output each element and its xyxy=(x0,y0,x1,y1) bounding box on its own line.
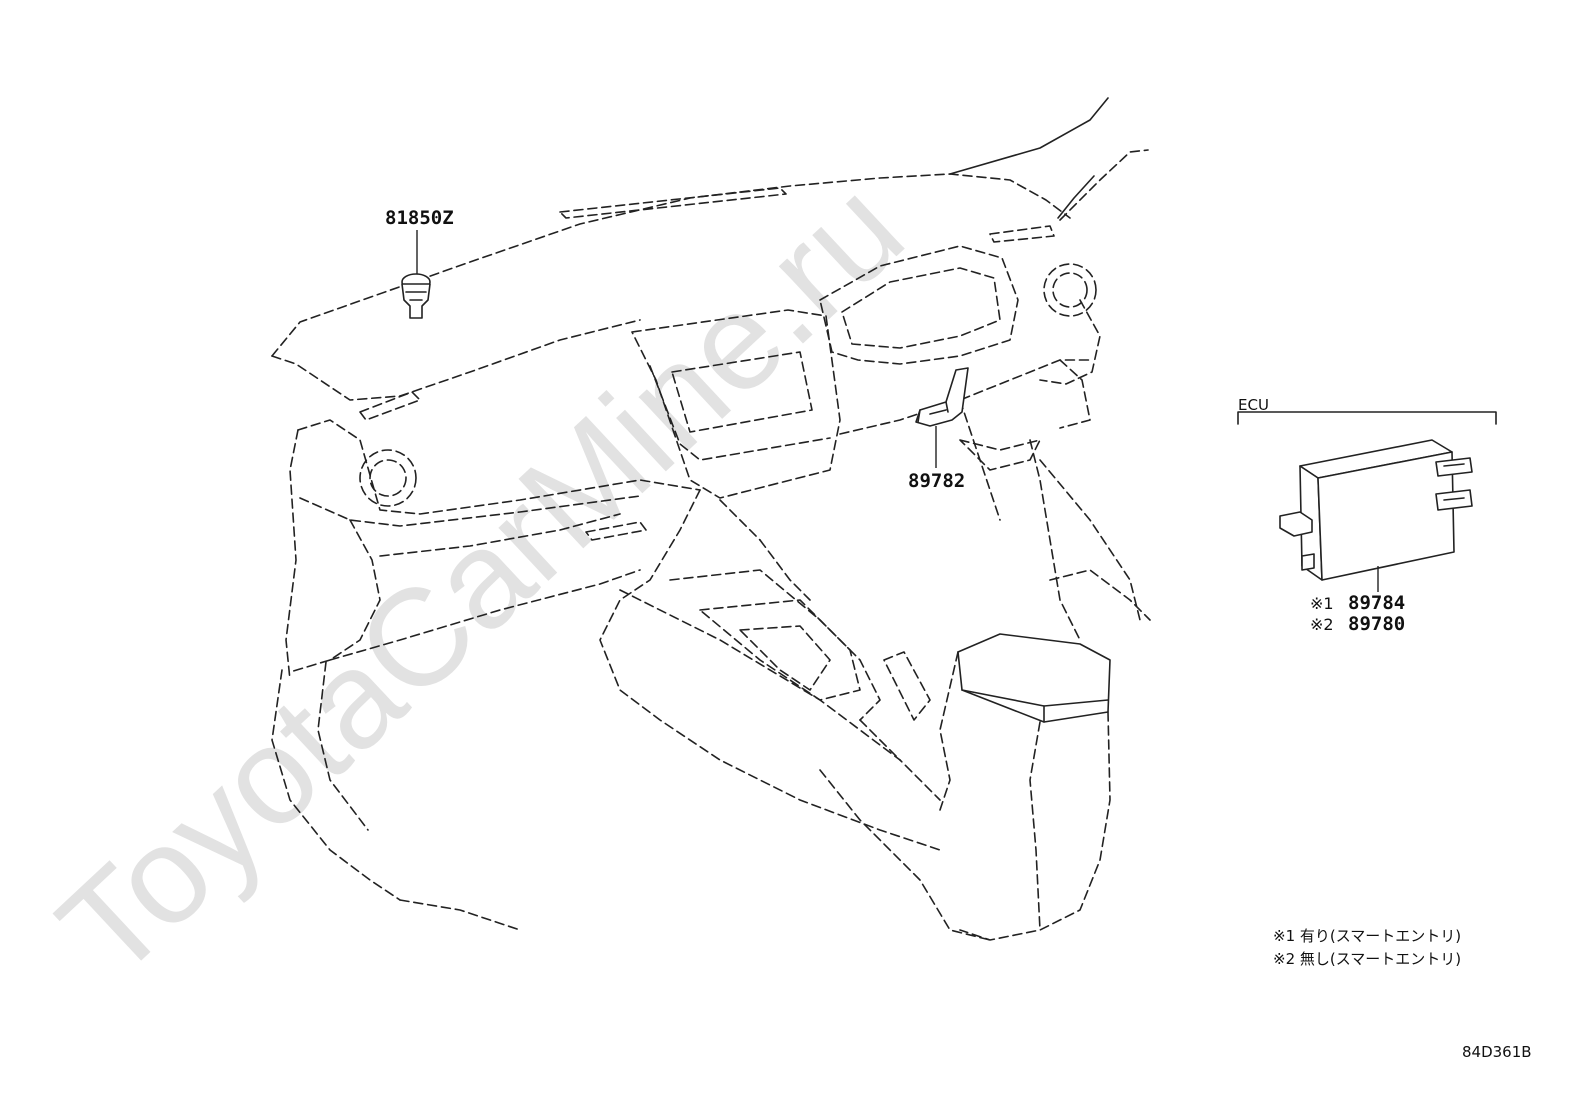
part-number-81850z[interactable]: 81850Z xyxy=(385,207,454,229)
note-1: ※1 有り(スマートエントリ) xyxy=(1273,927,1461,945)
note-2: ※2 無し(スマートエントリ) xyxy=(1273,950,1461,968)
clip-body-icon xyxy=(401,283,431,319)
diagram-code: 84D361B xyxy=(1462,1043,1532,1061)
part-number-89784[interactable]: 89784 xyxy=(1348,592,1405,614)
ecu-group: ECU xyxy=(1237,396,1497,425)
clip-81850z[interactable]: 81850Z xyxy=(385,207,454,319)
ecu-2-mark: ※2 xyxy=(1310,615,1334,634)
ecu-group-label: ECU xyxy=(1238,396,1269,414)
ecu-module[interactable] xyxy=(1279,439,1473,592)
watermark-text: ToyotaCarMine.ru xyxy=(30,152,932,1007)
ecu-side-face xyxy=(1317,451,1455,581)
part-number-89782[interactable]: 89782 xyxy=(908,470,965,492)
dashboard-outline xyxy=(271,97,1151,941)
bracket-icon xyxy=(915,367,969,427)
ecu-group-bracket xyxy=(1237,411,1497,425)
ecu-1-mark: ※1 xyxy=(1310,594,1334,613)
part-number-89780[interactable]: 89780 xyxy=(1348,613,1405,635)
ecu-connector-icon xyxy=(1435,457,1473,477)
bracket-89782[interactable]: 89782 xyxy=(908,367,969,492)
